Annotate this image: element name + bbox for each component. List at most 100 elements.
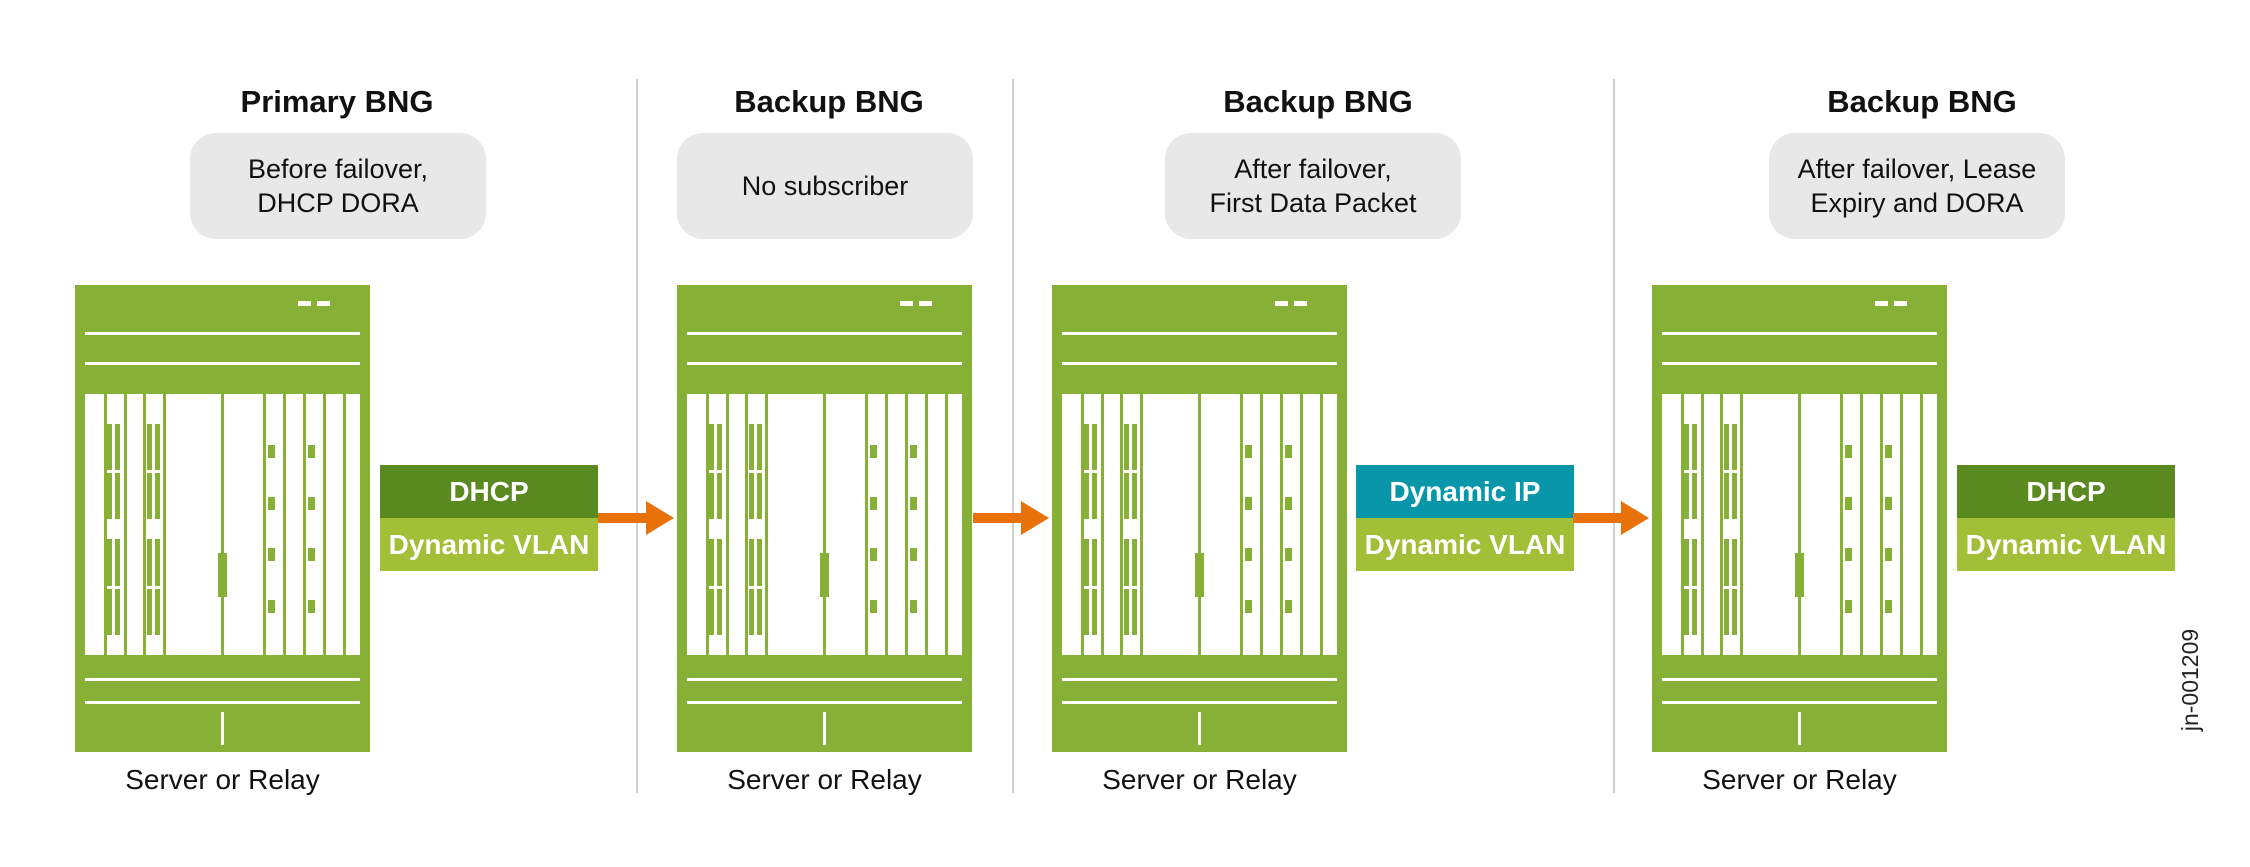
- chassis-line: [1662, 362, 1937, 365]
- status-led: [1275, 301, 1288, 306]
- line-card-port: [1724, 539, 1729, 586]
- card-indicator: [1245, 445, 1252, 458]
- line-card-port: [1692, 589, 1697, 635]
- tag-dynamic-vlan: Dynamic VLAN: [1356, 518, 1574, 571]
- line-card-port: [147, 589, 152, 635]
- line-card-port: [107, 424, 112, 470]
- status-led: [1894, 301, 1907, 306]
- tag-dhcp: DHCP: [1957, 465, 2175, 518]
- card-indicator: [1285, 600, 1292, 613]
- figure-id: jn-001209: [2177, 628, 2203, 732]
- card-indicator: [910, 497, 917, 510]
- line-card-port: [1084, 473, 1089, 519]
- slot-divider: [221, 394, 224, 655]
- subscriber-tag: DHCP Dynamic VLAN: [380, 465, 598, 571]
- slot-divider: [1240, 394, 1243, 655]
- chassis-line: [687, 362, 962, 365]
- line-card-port: [115, 589, 120, 635]
- line-card-port: [717, 539, 722, 586]
- card-indicator: [268, 445, 275, 458]
- chassis-line: [687, 678, 962, 681]
- slot-divider: [1681, 394, 1684, 655]
- line-card-port: [1724, 589, 1729, 635]
- line-card-port: [749, 589, 754, 635]
- line-card-port: [749, 424, 754, 470]
- status-led: [900, 301, 913, 306]
- status-led: [1294, 301, 1307, 306]
- subscriber-tag: Dynamic IP Dynamic VLAN: [1356, 465, 1574, 571]
- slot-divider: [1260, 394, 1263, 655]
- slot-divider: [1280, 394, 1283, 655]
- arrow-right-icon: [973, 501, 1049, 535]
- device-caption: Server or Relay: [125, 764, 320, 795]
- card-indicator: [910, 600, 917, 613]
- router-chassis-icon: [1052, 285, 1347, 752]
- column-divider: [636, 79, 638, 793]
- line-card-port: [107, 473, 112, 519]
- line-card-port: [1692, 473, 1697, 519]
- arrow-right-icon: [598, 501, 674, 535]
- slot-divider: [104, 394, 107, 655]
- card-indicator: [308, 497, 315, 510]
- card-indicator: [870, 445, 877, 458]
- line-card-port: [147, 539, 152, 586]
- status-led: [919, 301, 932, 306]
- column-title: Primary BNG: [240, 84, 434, 119]
- line-card-port: [1132, 539, 1137, 586]
- line-card-port: [1684, 589, 1689, 635]
- slot-divider: [1740, 394, 1743, 655]
- line-card-port: [1092, 589, 1097, 635]
- router-chassis-icon: [677, 285, 972, 752]
- line-card-port: [115, 424, 120, 470]
- line-card-port: [155, 473, 160, 519]
- slot-divider: [1900, 394, 1903, 655]
- card-indicator: [1285, 445, 1292, 458]
- line-card-port: [1724, 473, 1729, 519]
- slot-divider: [1701, 394, 1704, 655]
- card-indicator: [1285, 548, 1292, 561]
- power-switch: [1798, 712, 1801, 745]
- tag-dhcp: DHCP: [380, 465, 598, 518]
- state-note: After failover, Lease Expiry and DORA: [1769, 133, 2065, 239]
- slot-divider: [865, 394, 868, 655]
- card-indicator: [308, 600, 315, 613]
- status-led: [298, 301, 311, 306]
- line-card-port: [749, 539, 754, 586]
- chassis-line: [1662, 678, 1937, 681]
- card-indicator: [1845, 445, 1852, 458]
- slot-divider: [1198, 394, 1201, 655]
- line-card-port: [709, 424, 714, 470]
- status-led: [317, 301, 330, 306]
- line-card-port: [115, 473, 120, 519]
- slot-divider: [1880, 394, 1883, 655]
- card-indicator: [268, 548, 275, 561]
- line-card-port: [1132, 424, 1137, 470]
- center-connector: [1795, 553, 1804, 597]
- card-indicator: [910, 548, 917, 561]
- line-card-port: [1684, 424, 1689, 470]
- router-chassis-icon: [75, 285, 370, 752]
- line-card-port: [1684, 473, 1689, 519]
- line-card-port: [757, 473, 762, 519]
- card-indicator: [1885, 445, 1892, 458]
- line-card-port: [155, 539, 160, 586]
- slot-divider: [885, 394, 888, 655]
- card-indicator: [1245, 548, 1252, 561]
- line-card-port: [709, 539, 714, 586]
- line-card-port: [115, 539, 120, 586]
- line-card-port: [1692, 424, 1697, 470]
- center-connector: [1195, 553, 1204, 597]
- slot-divider: [1840, 394, 1843, 655]
- column-title: Backup BNG: [1827, 84, 2017, 119]
- slot-divider: [745, 394, 748, 655]
- tag-dynamic-vlan: Dynamic VLAN: [380, 518, 598, 571]
- card-indicator: [1885, 600, 1892, 613]
- slot-divider: [1081, 394, 1084, 655]
- line-card-port: [1732, 539, 1737, 586]
- chassis-line: [1062, 362, 1337, 365]
- line-card-port: [1692, 539, 1697, 586]
- line-card-port: [709, 473, 714, 519]
- line-card-port: [155, 424, 160, 470]
- line-card-port: [717, 424, 722, 470]
- device-caption: Server or Relay: [1102, 764, 1297, 795]
